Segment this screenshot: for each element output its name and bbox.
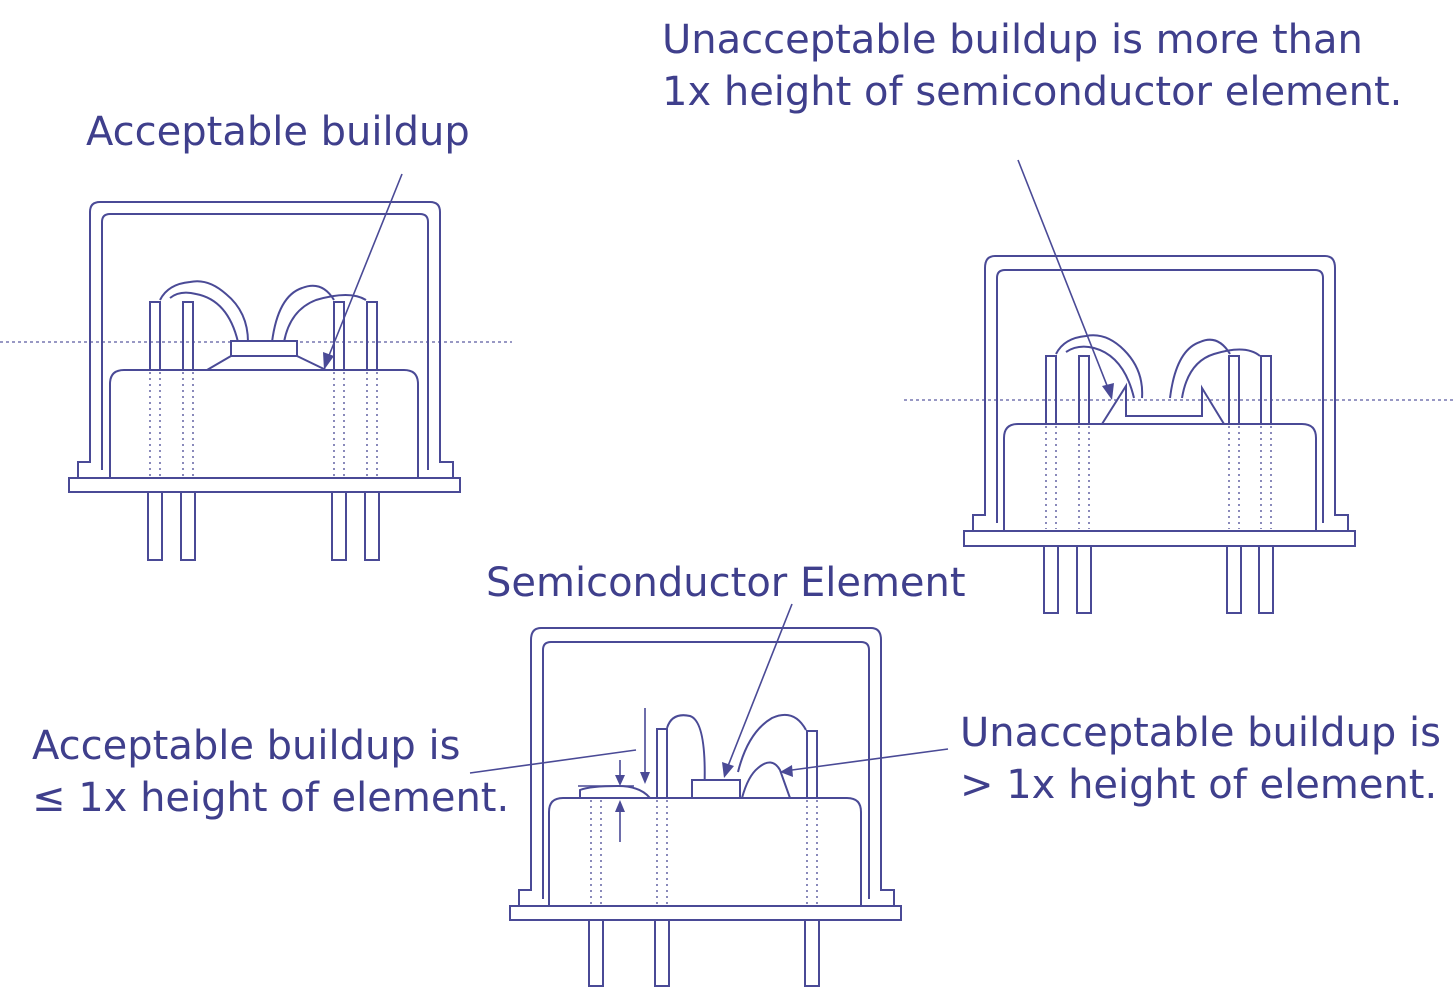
lead-3a bbox=[588, 919, 604, 987]
unacceptable-title-line-1: Unacceptable buildup is more than bbox=[662, 17, 1363, 63]
unacceptable-rule-line-1: Unacceptable buildup is bbox=[960, 710, 1441, 756]
can-inner-1 bbox=[101, 213, 429, 470]
acceptable-buildup-title: Acceptable buildup bbox=[86, 109, 470, 155]
lead-3b bbox=[654, 919, 670, 987]
post-1d bbox=[366, 301, 378, 371]
base-flange-3 bbox=[509, 905, 902, 921]
leader-acceptable-rule bbox=[469, 749, 637, 774]
leader-unacceptable-buildup bbox=[1017, 159, 1109, 389]
package-acceptable bbox=[0, 173, 512, 561]
post-2b bbox=[1078, 355, 1090, 425]
can-outer-3 bbox=[518, 627, 895, 907]
lead-1c bbox=[331, 491, 347, 561]
bond-wire-1d bbox=[283, 294, 367, 343]
unacceptable-buildup-title: Unacceptable buildup is more than 1x hei… bbox=[662, 14, 1402, 118]
lead-2a bbox=[1043, 545, 1059, 614]
unacceptable-buildup-detail bbox=[740, 761, 792, 799]
bond-wire-2d bbox=[1181, 348, 1261, 399]
bond-wire-3a bbox=[666, 714, 706, 799]
unacceptable-rule-line-2: > 1x height of element. bbox=[960, 762, 1438, 808]
header-body-3 bbox=[548, 797, 862, 906]
lead-2b bbox=[1076, 545, 1092, 614]
bond-wire-1c bbox=[271, 284, 335, 343]
bond-wire-1b bbox=[169, 291, 239, 343]
can-outer-1 bbox=[77, 201, 454, 478]
lead-3c bbox=[804, 919, 820, 987]
can-inner-3 bbox=[542, 641, 870, 899]
lead-1b bbox=[180, 491, 196, 561]
post-3b bbox=[806, 730, 818, 799]
post-1c bbox=[333, 301, 345, 371]
semiconductor-die-3 bbox=[691, 779, 741, 799]
header-body-2 bbox=[1003, 423, 1317, 530]
acceptable-buildup-detail bbox=[579, 784, 653, 799]
leader-acceptable-buildup bbox=[327, 173, 403, 359]
bond-wire-1a bbox=[159, 280, 249, 343]
unacceptable-title-line-2: 1x height of semiconductor element. bbox=[662, 69, 1403, 115]
lead-2c bbox=[1226, 545, 1242, 614]
leader-unacceptable-rule bbox=[791, 748, 949, 771]
post-1a bbox=[149, 301, 161, 371]
package-unacceptable bbox=[904, 159, 1456, 614]
base-flange-2 bbox=[963, 530, 1356, 547]
unacceptable-rule-label: Unacceptable buildup is > 1x height of e… bbox=[960, 707, 1441, 811]
header-body-1 bbox=[109, 369, 419, 477]
bond-wire-2b bbox=[1065, 345, 1135, 399]
post-2a bbox=[1045, 355, 1057, 425]
post-2d bbox=[1260, 355, 1272, 425]
post-3a bbox=[656, 728, 668, 799]
bond-wire-2c bbox=[1169, 338, 1231, 399]
package-detail bbox=[469, 603, 949, 987]
base-flange-1 bbox=[68, 477, 461, 493]
acceptable-rule-label: Acceptable buildup is ≤ 1x height of ele… bbox=[32, 720, 509, 824]
leader-semiconductor-element bbox=[727, 603, 793, 767]
excessive-buildup-2 bbox=[1101, 382, 1225, 425]
can-outer-2 bbox=[972, 255, 1349, 531]
lead-1a bbox=[147, 491, 163, 561]
lead-2d bbox=[1258, 545, 1274, 614]
semiconductor-die-1 bbox=[230, 340, 298, 357]
can-inner-2 bbox=[996, 269, 1324, 523]
post-1b bbox=[182, 301, 194, 371]
acceptable-rule-line-2: ≤ 1x height of element. bbox=[32, 775, 510, 821]
bond-wire-3b bbox=[737, 714, 807, 773]
post-2c bbox=[1228, 355, 1240, 425]
buildup-fillet-1 bbox=[206, 355, 327, 371]
semiconductor-element-label: Semiconductor Element bbox=[486, 560, 966, 606]
lead-1d bbox=[364, 491, 380, 561]
acceptable-rule-line-1: Acceptable buildup is bbox=[32, 723, 461, 769]
bond-wire-2a bbox=[1055, 334, 1144, 399]
